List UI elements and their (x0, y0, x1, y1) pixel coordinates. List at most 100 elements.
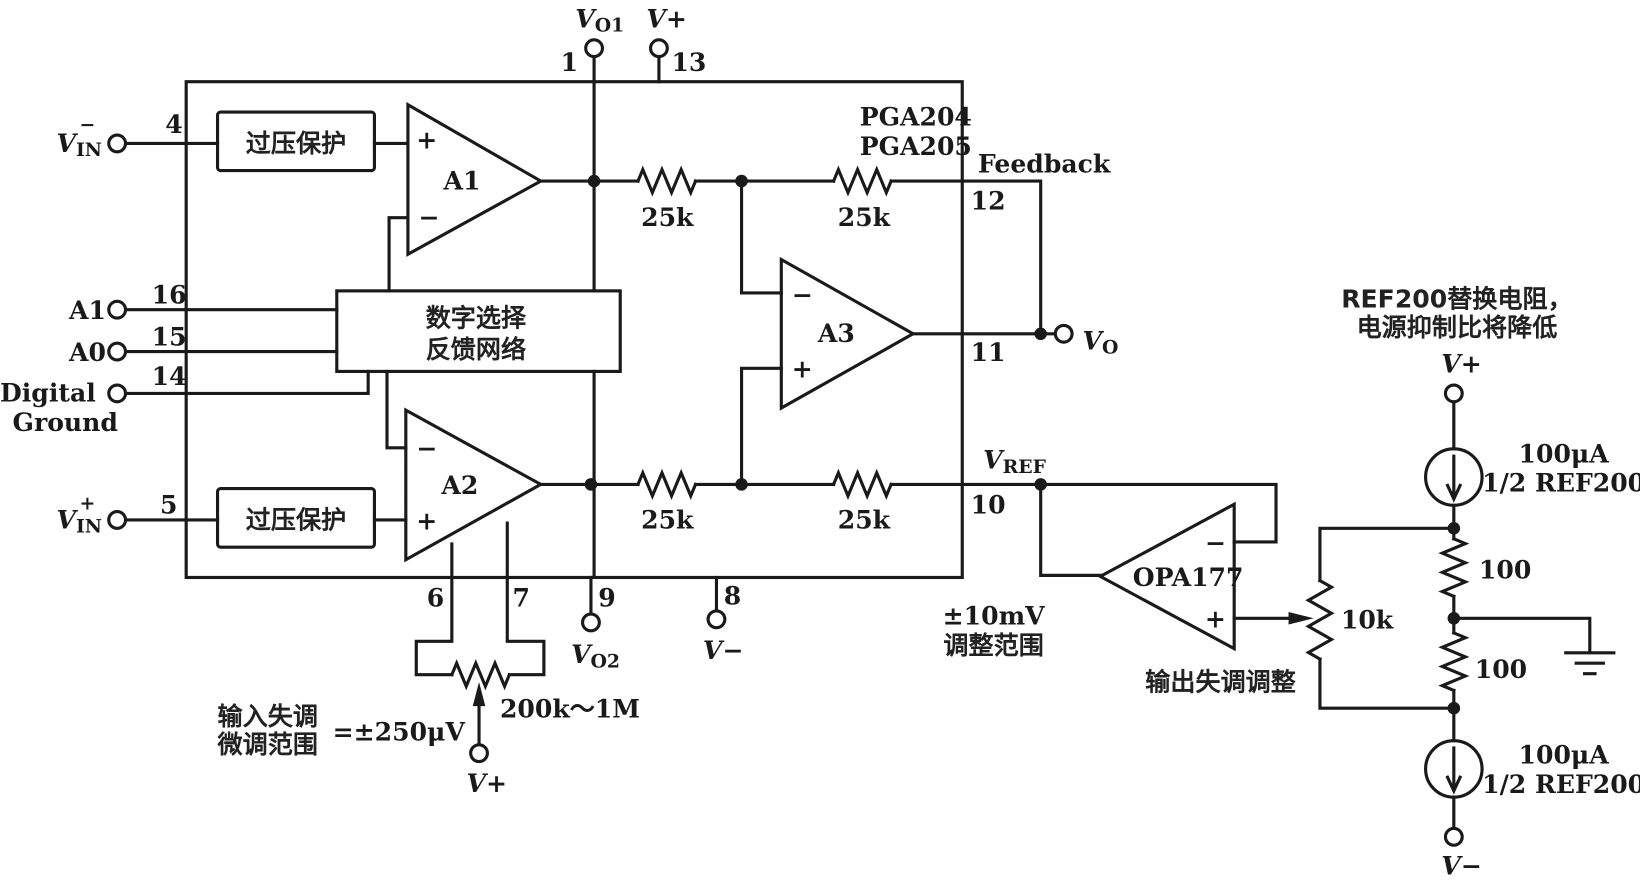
resistor-100-bottom (1438, 630, 1470, 693)
a2-plus-sign: + (416, 505, 437, 535)
feedback-network-label-2: 反馈网络 (426, 335, 526, 364)
input-trim-label-1: 输入失调 (218, 702, 318, 731)
pot-input-wiper-arrow-icon (472, 682, 486, 707)
terminal-dgnd[interactable] (107, 383, 128, 404)
ref-range-label: 调整范围 (943, 631, 1043, 660)
ovp-bottom-label: 过压保护 (246, 505, 346, 534)
pin-num-13: 13 (671, 47, 706, 77)
potentiometer-input (449, 659, 512, 691)
feedback-network-label-1: 数字选择 (426, 303, 527, 332)
ref200-note-1: REF200替换电阻， (1341, 285, 1572, 314)
terminal-vminus[interactable] (706, 609, 727, 630)
opamp-a2-label: A2 (440, 470, 478, 500)
current-source-bottom (1424, 739, 1484, 799)
resistor-r4 (831, 468, 894, 500)
label-a0: A0 (68, 337, 106, 367)
wire-dgnd (123, 369, 370, 395)
opamp-opa177-label: OPA177 (1133, 562, 1244, 592)
wire-a1-minus (387, 216, 410, 293)
pin-num-9: 9 (598, 583, 615, 613)
part-number-2: PGA205 (860, 131, 972, 161)
wire-pot-output (1318, 526, 1456, 710)
input-trim-label-2: 微调范围 (217, 730, 318, 759)
opamp-a3-label: A3 (817, 318, 855, 348)
label-ground: Ground (13, 407, 118, 437)
terminal-vplus-top[interactable] (648, 38, 669, 59)
opamp-a3 (779, 256, 917, 411)
terminal-vo2[interactable] (581, 612, 601, 633)
pin-num-14: 14 (152, 361, 187, 391)
resistor-r1 (635, 165, 698, 197)
opamp-a1 (406, 102, 544, 257)
label-right-vminus: V− (1441, 851, 1482, 881)
r100a-label: 100 (1479, 555, 1531, 585)
cs-bottom-label-1: 100μA (1519, 740, 1610, 770)
terminal-vo[interactable] (1053, 323, 1074, 344)
wire-a2-minus (385, 369, 408, 450)
resistors (449, 165, 1470, 693)
opa-minus-sign: − (1205, 527, 1226, 557)
pin-num-7: 7 (513, 583, 530, 613)
opamp-a1-label: A1 (442, 165, 480, 195)
current-arrow-top-icon (1445, 454, 1463, 503)
label-vin-plus-sup: + (79, 492, 95, 514)
a1-plus-sign: + (416, 125, 437, 155)
label-vin-minus-sup: − (79, 114, 95, 136)
terminal-vo1[interactable] (584, 38, 605, 59)
pot-input-label: 200k～1M (500, 694, 640, 724)
wire-pin6 (414, 542, 454, 677)
feedback-network-block (335, 289, 622, 373)
label-vplus-top: V+ (646, 3, 687, 33)
pin-num-15: 15 (152, 321, 187, 351)
terminal-vin-plus[interactable] (107, 510, 128, 530)
r100b-label: 100 (1475, 654, 1527, 684)
a1-minus-sign: − (418, 202, 439, 232)
wire-a1-out (539, 179, 1043, 336)
pin-num-11: 11 (971, 337, 1006, 367)
part-number-1: PGA204 (860, 102, 972, 132)
terminal-trim-vplus[interactable] (469, 743, 489, 764)
resistor-r2 (831, 165, 894, 197)
label-vin-minus: VIN (56, 128, 101, 161)
labels: VO1 1 V+ 13 VIN − 4 A1 16 A0 15 Digital … (0, 3, 1640, 880)
ground-icon (1564, 651, 1616, 676)
opa-plus-sign: + (1205, 604, 1226, 634)
wire-pin7 (505, 521, 546, 677)
resistor-100-top (1438, 536, 1470, 599)
label-vo1: VO1 (575, 3, 624, 36)
terminal-right-vplus[interactable] (1443, 383, 1464, 404)
pin-num-4: 4 (165, 109, 182, 139)
terminal-vin-minus[interactable] (107, 133, 128, 154)
opamp-opa177 (1096, 501, 1236, 652)
current-arrow-bottom-icon (1445, 746, 1463, 795)
label-a1: A1 (68, 295, 106, 325)
terminal-right-vminus[interactable] (1443, 826, 1464, 847)
pin-num-12: 12 (971, 185, 1006, 215)
terminal-a0[interactable] (107, 341, 128, 362)
junctions (584, 174, 1461, 715)
output-trim-label: 输出失调调整 (1145, 667, 1296, 696)
chip-outline (184, 80, 964, 580)
r4-label: 25k (838, 504, 891, 534)
pot-output-wiper-arrow-icon (1288, 611, 1314, 625)
ovp-top-label: 过压保护 (246, 129, 346, 158)
a3-minus-sign: − (792, 279, 813, 309)
terminal-a1[interactable] (107, 299, 128, 320)
wire-vref-opa (1039, 482, 1102, 577)
current-source-top (1424, 447, 1484, 507)
resistor-r3 (635, 468, 698, 500)
cs-bottom-label-2: 1/2 REF200 (1482, 769, 1640, 799)
ovp-block-top (215, 110, 377, 173)
r2-label: 25k (838, 202, 891, 232)
r3-label: 25k (641, 504, 694, 534)
pin-num-6: 6 (427, 583, 444, 613)
label-vminus: V− (703, 635, 744, 665)
label-right-vplus: V+ (1441, 348, 1482, 378)
label-vin-plus: VIN (56, 504, 101, 537)
a3-plus-sign: + (792, 354, 813, 384)
pot-output-label: 10k (1341, 605, 1394, 635)
pin-num-8: 8 (724, 581, 741, 611)
label-vo2: VO2 (571, 639, 620, 672)
wire-a3-plus (739, 366, 783, 486)
